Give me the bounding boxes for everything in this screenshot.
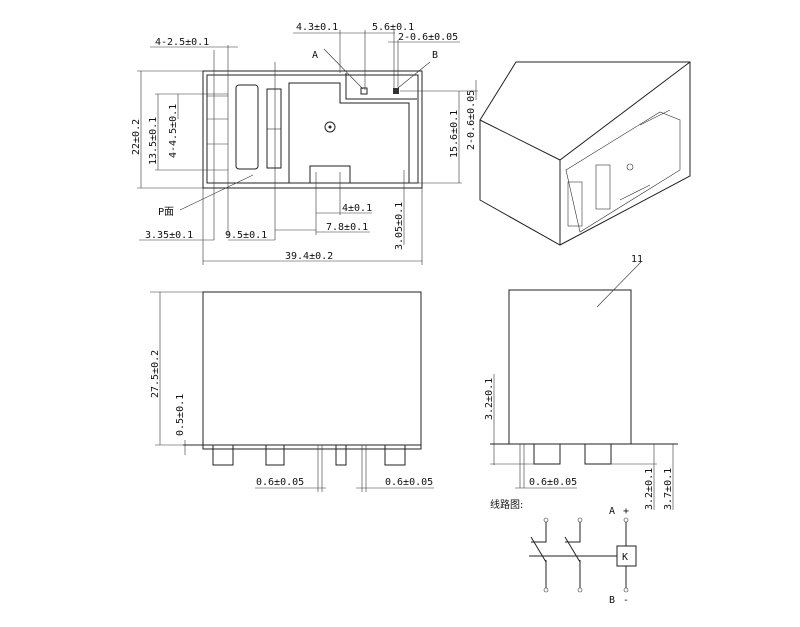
dim-3-2-left: 3.2±0.1 (484, 378, 495, 420)
dim-39-4: 39.4±0.2 (285, 251, 333, 262)
callout-11: 11 (631, 254, 643, 265)
coil-k: K (622, 552, 628, 563)
terminal-plus: + (623, 506, 629, 517)
dim-3-35: 3.35±0.1 (145, 230, 193, 241)
dim-4: 4±0.1 (342, 203, 372, 214)
terminal-b: B (609, 595, 615, 606)
circuit-diagram: 线路图: K A + B - (490, 498, 637, 606)
dim-22: 22±0.2 (131, 119, 142, 155)
dim-7-8: 7.8±0.1 (326, 222, 368, 233)
dim-3-05: 3.05±0.1 (394, 202, 405, 250)
dim-9-5: 9.5±0.1 (225, 230, 267, 241)
dim-4-4-5: 4-4.5±0.1 (168, 104, 179, 158)
front-view: 27.5±0.2 0.5±0.1 0.6±0.05 0.6±0.05 (150, 291, 434, 492)
dim-4-2-5: 4-2.5±0.1 (155, 37, 209, 48)
dim-27-5: 27.5±0.2 (150, 350, 161, 398)
dim-13-5: 13.5±0.1 (148, 117, 159, 165)
dim-pin-right: 2-0.6±0.05 (466, 90, 477, 150)
circuit-title: 线路图: (490, 498, 523, 511)
label-a: A (312, 50, 318, 61)
dim-pin-right-front: 0.6±0.05 (385, 477, 433, 488)
terminal-a: A (609, 506, 615, 517)
dim-pin-side: 0.6±0.05 (529, 477, 577, 488)
top-view: 4.3±0.1 5.6±0.1 2-0.6±0.05 4-2.5±0.1 A B… (131, 22, 478, 265)
p-face-label: P面 (158, 207, 174, 218)
terminal-minus: - (623, 595, 629, 606)
side-view: 11 3.2±0.1 0.6±0.05 3.2±0.1 3.7±0.1 (484, 254, 678, 510)
dim-3-7: 3.7±0.1 (663, 468, 674, 510)
label-b: B (432, 50, 438, 61)
dim-5-6: 5.6±0.1 (372, 22, 414, 33)
dim-3-2-right: 3.2±0.1 (644, 468, 655, 510)
dim-0-5: 0.5±0.1 (175, 394, 186, 436)
dim-4-3: 4.3±0.1 (296, 22, 338, 33)
dim-pin-top: 2-0.6±0.05 (398, 32, 458, 43)
dim-pin-left: 0.6±0.05 (256, 477, 304, 488)
isometric-view (479, 61, 691, 246)
dim-15-6: 15.6±0.1 (449, 110, 460, 158)
